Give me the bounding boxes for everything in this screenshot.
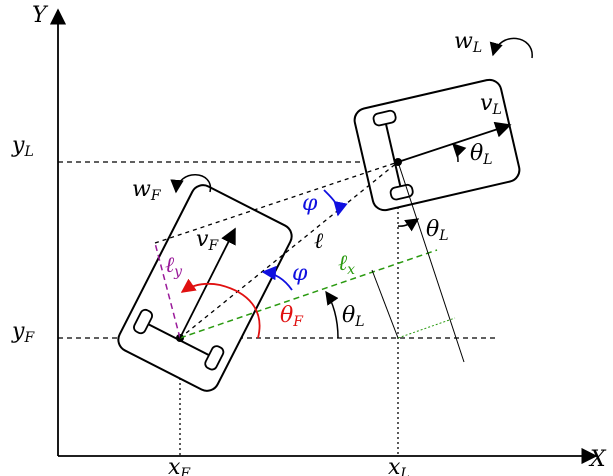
distance-line: [179, 161, 399, 339]
svg-text:θL: θL: [470, 141, 493, 168]
y-axis-label: Y: [32, 3, 49, 28]
svg-text:ℓx: ℓx: [338, 251, 355, 278]
label-lx: ℓx: [338, 251, 355, 278]
lx-dotted-ext: [397, 317, 456, 339]
svg-text:θL: θL: [342, 303, 365, 330]
label-vL: vL: [480, 91, 502, 118]
label-thetaL-2: θL: [426, 217, 449, 244]
label-thetaL-follower: θL: [342, 303, 365, 330]
label-wL: wL: [454, 29, 482, 56]
theta-F-arc: [180, 278, 261, 339]
tick-xF: xF: [168, 455, 191, 476]
svg-text:yL: yL: [11, 133, 34, 160]
svg-text:θF: θF: [280, 303, 304, 330]
svg-text:xL: xL: [388, 455, 410, 476]
svg-text:yF: yF: [11, 319, 35, 346]
ly-line: [154, 242, 181, 339]
label-thetaF: θF: [280, 303, 304, 330]
label-ell: ℓ: [314, 229, 324, 254]
leader-theta-arc-2: [397, 218, 420, 232]
svg-text:ℓy: ℓy: [165, 253, 183, 280]
tick-xL: xL: [388, 455, 410, 476]
lx-line: [179, 249, 438, 339]
tick-yF: yF: [11, 319, 35, 346]
leader-perp-line: [397, 161, 465, 363]
label-phi-follower: φ: [292, 261, 308, 286]
label-vF: vF: [196, 227, 219, 254]
x-axis-label: X: [588, 447, 607, 472]
follower-angular-arc: [170, 174, 212, 194]
svg-text:wF: wF: [132, 177, 162, 204]
theta-L-at-follower-arc: [325, 290, 339, 339]
label-ly: ℓy: [165, 253, 183, 280]
leader-angular-arc: [489, 37, 533, 59]
svg-text:xF: xF: [168, 455, 191, 476]
leader-robot: [353, 78, 521, 212]
lx-tick-line: [371, 269, 399, 339]
label-thetaL: θL: [470, 141, 493, 168]
label-phi-leader: φ: [302, 191, 318, 216]
svg-text:vF: vF: [196, 227, 219, 254]
label-wF: wF: [132, 177, 162, 204]
leader-theta-arc: [452, 143, 467, 163]
svg-text:vL: vL: [480, 91, 502, 118]
svg-text:wL: wL: [454, 29, 482, 56]
svg-text:θL: θL: [426, 217, 449, 244]
top-dashed-line: [154, 161, 399, 244]
phi-arc-follower: [261, 265, 293, 291]
phi-arc-leader: [323, 189, 348, 217]
tick-yL: yL: [11, 133, 34, 160]
